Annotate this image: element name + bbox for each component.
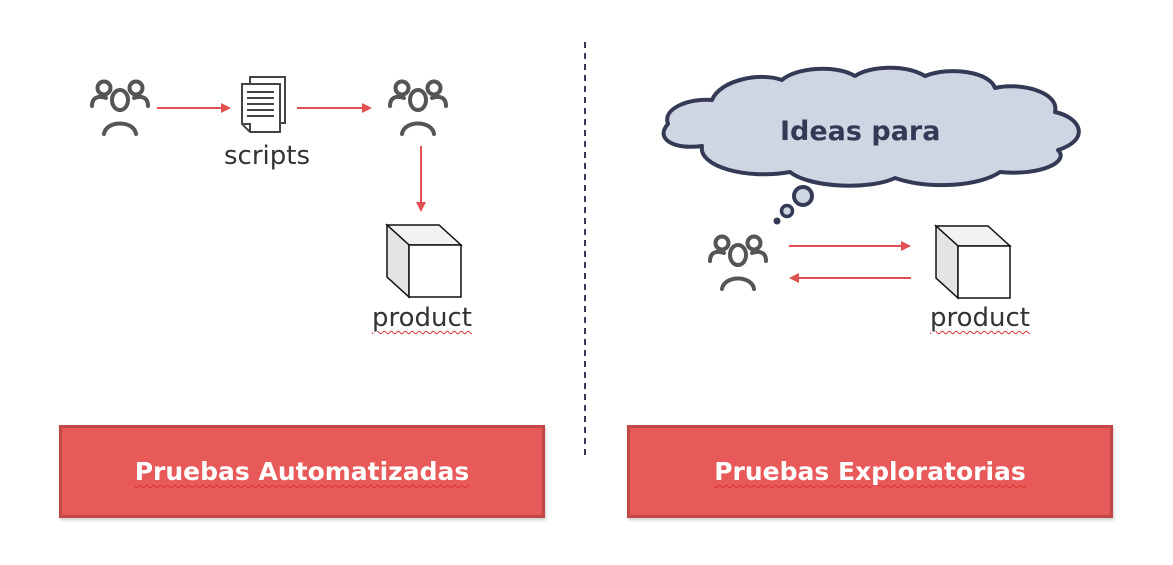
cloud-text: Ideas para [780,116,941,147]
button-label: Pruebas Automatizadas [134,457,470,486]
document-icon [241,76,286,133]
product-cube-icon [386,224,462,298]
button-label: Pruebas Exploratorias [714,457,1026,486]
people-icon [90,79,150,136]
thought-cloud [661,65,1081,225]
people-icon [388,79,448,136]
people-icon [708,234,768,291]
pruebas-exploratorias-button[interactable]: Pruebas Exploratorias [627,425,1113,518]
product-cube-icon [935,225,1011,299]
product-label: product [930,303,1031,333]
scripts-label: scripts [224,141,310,171]
product-label: product [372,303,473,333]
pruebas-automatizadas-button[interactable]: Pruebas Automatizadas [59,425,545,518]
